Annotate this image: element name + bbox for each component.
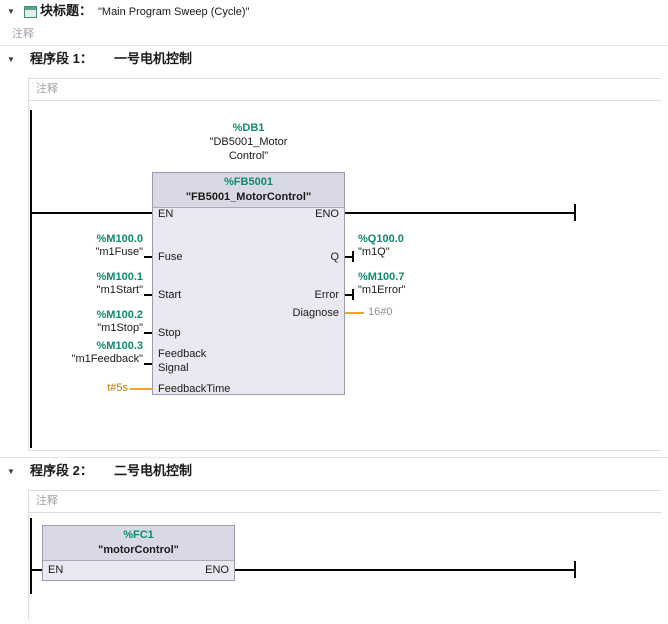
wire-input-3 bbox=[144, 363, 152, 365]
input-3-name[interactable]: "m1Feedback" bbox=[71, 353, 143, 365]
collapse-triangle-network-2[interactable]: ▼ bbox=[7, 467, 15, 476]
input-1-address[interactable]: %M100.1 bbox=[96, 271, 143, 283]
network-2-title[interactable]: 二号电机控制 bbox=[114, 463, 193, 478]
separator bbox=[0, 45, 668, 46]
network-1-label: 程序段 1： bbox=[30, 51, 93, 66]
wire-output-0 bbox=[345, 256, 354, 258]
wire-input-1 bbox=[144, 294, 152, 296]
fc-name[interactable]: "motorControl" bbox=[98, 544, 179, 556]
right-rail-tick-1 bbox=[574, 204, 576, 221]
input-0-address[interactable]: %M100.0 bbox=[96, 233, 143, 245]
network-2-comment-box bbox=[28, 490, 661, 513]
pin-diagnose: Diagnose bbox=[292, 307, 339, 319]
input-3-address[interactable]: %M100.3 bbox=[96, 340, 143, 352]
wire-eno-2 bbox=[235, 569, 576, 571]
pin-error: Error bbox=[314, 289, 339, 301]
wire-output-2 bbox=[345, 312, 364, 314]
db-name-line-1[interactable]: "DB5001_Motor bbox=[209, 136, 288, 148]
pin-q: Q bbox=[330, 251, 339, 263]
assignment-tick-q bbox=[352, 251, 354, 262]
fc-address: %FC1 bbox=[123, 529, 154, 541]
wire-input-2 bbox=[144, 332, 152, 334]
power-rail-2 bbox=[30, 518, 32, 594]
right-rail-tick-2 bbox=[574, 561, 576, 578]
pin-eno-2: ENO bbox=[205, 564, 229, 576]
network-1-area bbox=[28, 78, 661, 451]
input-0-name[interactable]: "m1Fuse" bbox=[95, 246, 143, 258]
collapse-triangle-network-1[interactable]: ▼ bbox=[7, 55, 15, 64]
output-2-constant[interactable]: 16#0 bbox=[368, 306, 393, 318]
assignment-tick-error bbox=[352, 289, 354, 300]
pin-fuse: Fuse bbox=[158, 251, 183, 263]
input-2-address[interactable]: %M100.2 bbox=[96, 309, 143, 321]
pin-feedback-line-2: Signal bbox=[158, 362, 189, 374]
output-0-address[interactable]: %Q100.0 bbox=[358, 233, 404, 245]
fb-call-block[interactable]: %FB5001 "FB5001_MotorControl" bbox=[152, 172, 345, 395]
fb-name[interactable]: "FB5001_MotorControl" bbox=[185, 191, 312, 203]
network-2-label: 程序段 2： bbox=[30, 463, 93, 478]
fc-block-header: %FC1 "motorControl" bbox=[43, 526, 234, 561]
pin-feedback-line-1: Feedback bbox=[158, 348, 207, 360]
network-1-comment[interactable]: 注释 bbox=[36, 83, 58, 95]
pin-stop: Stop bbox=[158, 327, 181, 339]
wire-input-4 bbox=[130, 388, 152, 390]
fc-call-block[interactable]: %FC1 "motorControl" bbox=[42, 525, 235, 581]
fb-address: %FB5001 bbox=[224, 176, 273, 188]
wire-output-1 bbox=[345, 294, 354, 296]
pin-en-2: EN bbox=[48, 564, 64, 576]
db-name-line-2[interactable]: Control" bbox=[228, 150, 269, 162]
pin-start: Start bbox=[158, 289, 182, 301]
wire-en-1 bbox=[30, 212, 152, 214]
network-1-title[interactable]: 一号电机控制 bbox=[114, 51, 193, 66]
output-1-address[interactable]: %M100.7 bbox=[358, 271, 405, 283]
separator bbox=[0, 457, 668, 458]
wire-input-0 bbox=[144, 256, 152, 258]
block-title-label: 块标题： bbox=[40, 3, 93, 18]
input-4-constant[interactable]: t#5s bbox=[107, 382, 128, 394]
output-0-name[interactable]: "m1Q" bbox=[358, 246, 390, 258]
input-2-name[interactable]: "m1Stop" bbox=[97, 322, 143, 334]
power-rail-1 bbox=[30, 110, 32, 448]
collapse-triangle-block-title[interactable]: ▼ bbox=[7, 7, 15, 16]
wire-eno-1 bbox=[345, 212, 576, 214]
pin-feedbacktime: FeedbackTime bbox=[158, 383, 231, 395]
wire-en-2 bbox=[30, 569, 42, 571]
network-2-comment[interactable]: 注释 bbox=[36, 495, 58, 507]
network-2-area bbox=[28, 490, 661, 620]
fb-block-header: %FB5001 "FB5001_MotorControl" bbox=[153, 173, 344, 208]
db-address[interactable]: %DB1 bbox=[232, 122, 265, 134]
network-1-comment-box bbox=[28, 78, 661, 101]
block-title-comment[interactable]: 注释 bbox=[12, 28, 34, 40]
pin-en: EN bbox=[158, 208, 174, 220]
pin-eno: ENO bbox=[315, 208, 339, 220]
input-1-name[interactable]: "m1Start" bbox=[96, 284, 143, 296]
block-title-value[interactable]: "Main Program Sweep (Cycle)" bbox=[98, 6, 250, 18]
output-1-name[interactable]: "m1Error" bbox=[358, 284, 406, 296]
block-icon bbox=[24, 6, 37, 18]
